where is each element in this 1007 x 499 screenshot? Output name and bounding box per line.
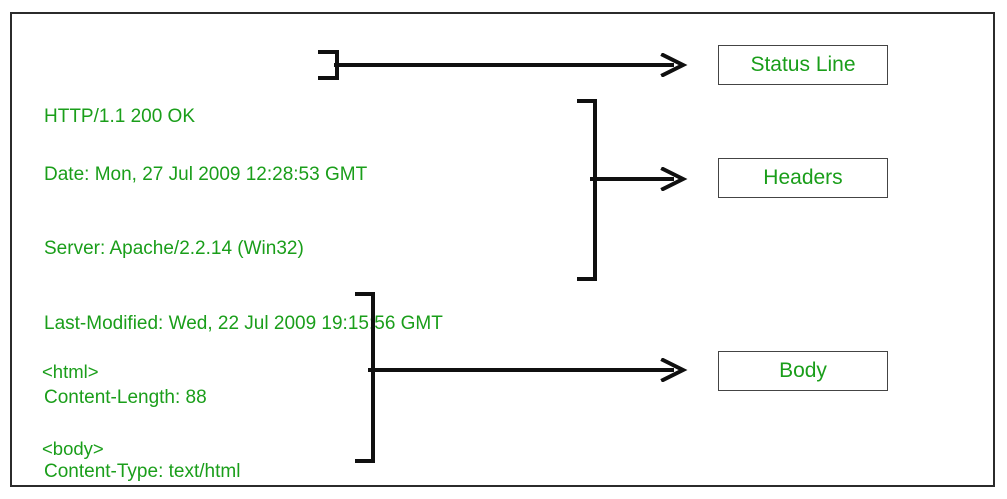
label-box-status-line: Status Line xyxy=(718,45,888,85)
right-bracket-icon-body xyxy=(355,292,375,463)
label-box-body-text: Body xyxy=(779,359,827,382)
header-row-content-type: Content-Type: text/html xyxy=(44,460,241,482)
diagram-frame xyxy=(10,12,995,487)
body-row-body-open: <body> xyxy=(42,437,104,459)
body-text-block: <html> <body> <h1>Hello, World!</h1> </b… xyxy=(42,308,237,499)
header-row-last-modified: Last-Modified: Wed, 22 Jul 2009 19:15:56… xyxy=(44,312,443,334)
label-box-body: Body xyxy=(718,351,888,391)
label-box-headers: Headers xyxy=(718,158,888,198)
body-row-html-open: <html> xyxy=(42,361,99,383)
label-box-headers-text: Headers xyxy=(763,166,843,189)
arrow-right-icon-body xyxy=(368,358,688,382)
header-row-server: Server: Apache/2.2.14 (Win32) xyxy=(44,238,304,260)
header-row-content-length: Content-Length: 88 xyxy=(44,386,207,408)
headers-text-block: Date: Mon, 27 Jul 2009 12:28:53 GMT Serv… xyxy=(44,114,443,499)
label-box-status-line-text: Status Line xyxy=(750,53,856,76)
header-row-date: Date: Mon, 27 Jul 2009 12:28:53 GMT xyxy=(44,164,368,186)
arrow-right-icon-headers xyxy=(590,167,688,191)
status-line-text-block: HTTP/1.1 200 OK xyxy=(44,56,195,179)
status-line-row: HTTP/1.1 200 OK xyxy=(44,106,196,128)
right-bracket-icon-headers xyxy=(577,99,597,281)
arrow-right-icon-status-line xyxy=(334,53,688,77)
